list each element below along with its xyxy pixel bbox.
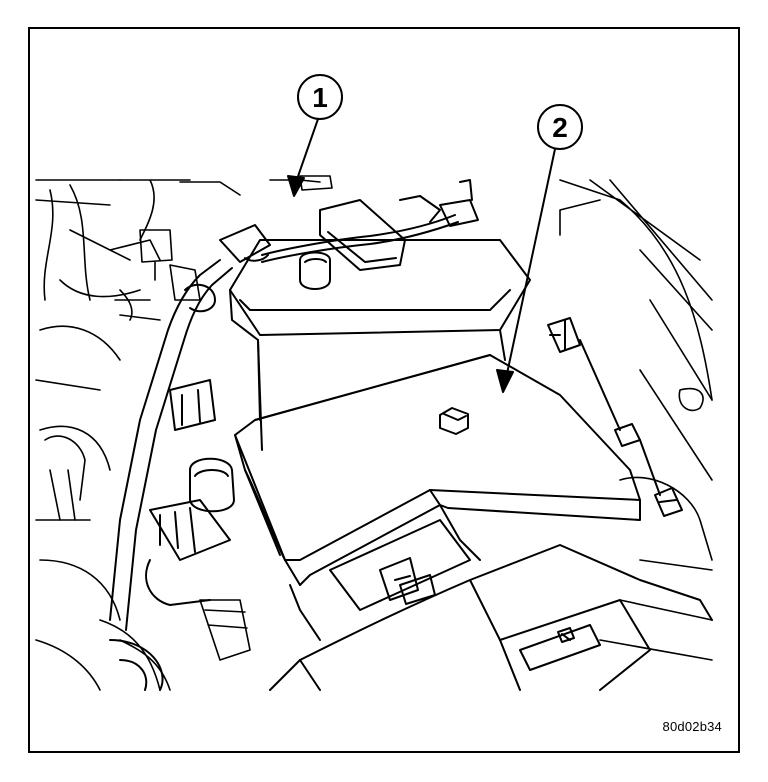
battery-post	[299, 251, 331, 290]
background-linework	[35, 175, 713, 691]
callout-1-number: 1	[312, 82, 328, 113]
callout-1-circle	[297, 74, 343, 120]
front-end-panel	[109, 544, 713, 691]
callout-1-arrowhead	[287, 175, 305, 197]
callout-2-arrowhead	[496, 369, 514, 393]
fender-bolts	[547, 317, 683, 517]
figure-id: 80d02b34	[662, 719, 722, 734]
fuse-box	[234, 354, 641, 641]
figure-frame	[28, 27, 740, 753]
callout-2	[496, 104, 583, 393]
callout-2-number: 2	[552, 112, 568, 143]
battery	[229, 199, 531, 451]
callout-2-leader	[504, 148, 556, 384]
front-wiring-connector	[145, 379, 235, 606]
callout-1	[287, 74, 343, 197]
fuse-box-latch	[439, 407, 469, 435]
battery-cap	[319, 199, 406, 271]
battery-cable	[109, 179, 479, 631]
callout-2-circle	[537, 104, 583, 150]
callout-1-leader	[294, 118, 319, 186]
